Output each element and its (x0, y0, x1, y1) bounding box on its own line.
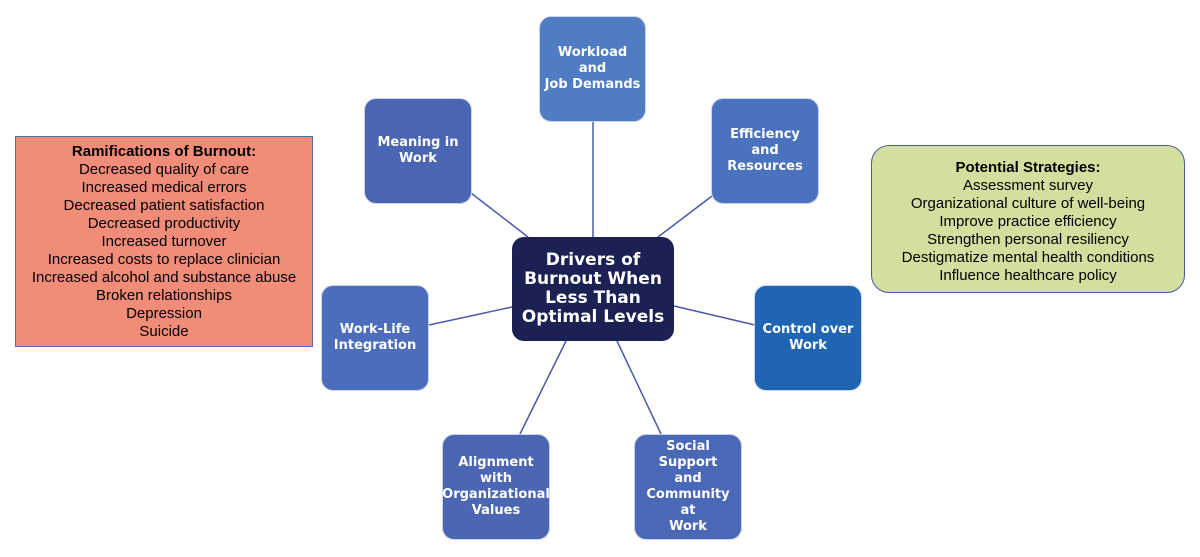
ramifications-item: Decreased productivity (87, 215, 241, 232)
strategies-item: Influence healthcare policy (939, 267, 1117, 284)
strategies-item: Strengthen personal resiliency (927, 231, 1129, 248)
center-node: Drivers of Burnout When Less Than Optima… (512, 237, 674, 341)
connector-control (673, 305, 756, 326)
ramifications-item: Increased medical errors (81, 179, 247, 196)
ramifications-panel: Ramifications of Burnout: Decreased qual… (15, 136, 313, 347)
connector-social (616, 340, 662, 435)
ramifications-item: Decreased patient satisfaction (63, 197, 265, 214)
driver-control: Control over Work (754, 285, 862, 391)
ramifications-title: Ramifications of Burnout: (71, 143, 257, 160)
ramifications-item: Increased turnover (101, 233, 227, 250)
ramifications-item: Depression (126, 305, 202, 322)
driver-work-life: Work-Life Integration (321, 285, 429, 391)
driver-alignment: Alignment with Organizational Values (442, 434, 550, 540)
ramifications-item: Suicide (139, 323, 189, 340)
driver-efficiency: Efficiency and Resources (711, 98, 819, 204)
strategies-item: Organizational culture of well-being (910, 195, 1146, 212)
strategies-title: Potential Strategies: (955, 159, 1101, 176)
ramifications-item: Broken relationships (96, 287, 232, 304)
ramifications-item: Increased costs to replace clinician (47, 251, 281, 268)
strategies-item: Assessment survey (962, 177, 1094, 194)
ramifications-item: Increased alcohol and substance abuse (31, 269, 297, 286)
driver-social: Social Support and Community at Work (634, 434, 742, 540)
connector-alignment (519, 340, 567, 435)
connector-work-life (428, 306, 513, 326)
ramifications-item: Decreased quality of care (78, 161, 250, 178)
strategies-item: Improve practice efficiency (939, 213, 1117, 230)
strategies-panel: Potential Strategies: Assessment survey … (871, 145, 1185, 293)
strategies-item: Destigmatize mental health conditions (901, 249, 1155, 266)
connector-meaning (470, 192, 529, 238)
connector-efficiency (657, 195, 713, 238)
driver-workload: Workload and Job Demands (539, 16, 646, 122)
driver-meaning: Meaning in Work (364, 98, 472, 204)
